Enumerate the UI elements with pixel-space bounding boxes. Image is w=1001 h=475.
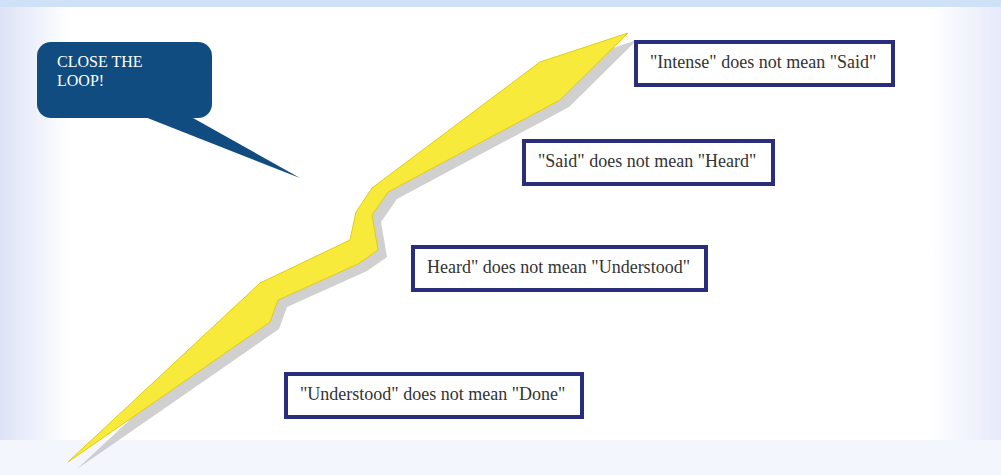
- top-bar: [0, 0, 1001, 7]
- statement-text: "Understood" does not mean "Done": [300, 384, 565, 405]
- statement-box: Heard" does not mean "Understood": [411, 245, 708, 292]
- statement-text: "Said" does not mean "Heard": [538, 151, 756, 172]
- speech-bubble: CLOSE THE LOOP!: [37, 42, 212, 118]
- statement-text: "Intense" does not mean "Said": [650, 52, 876, 73]
- bottom-ground: [0, 440, 1001, 475]
- callout-text: CLOSE THE LOOP!: [57, 52, 167, 90]
- statement-text: Heard" does not mean "Understood": [427, 257, 690, 278]
- statement-box: "Intense" does not mean "Said": [634, 40, 895, 87]
- statement-box: "Understood" does not mean "Done": [284, 372, 584, 419]
- statement-box: "Said" does not mean "Heard": [522, 139, 775, 186]
